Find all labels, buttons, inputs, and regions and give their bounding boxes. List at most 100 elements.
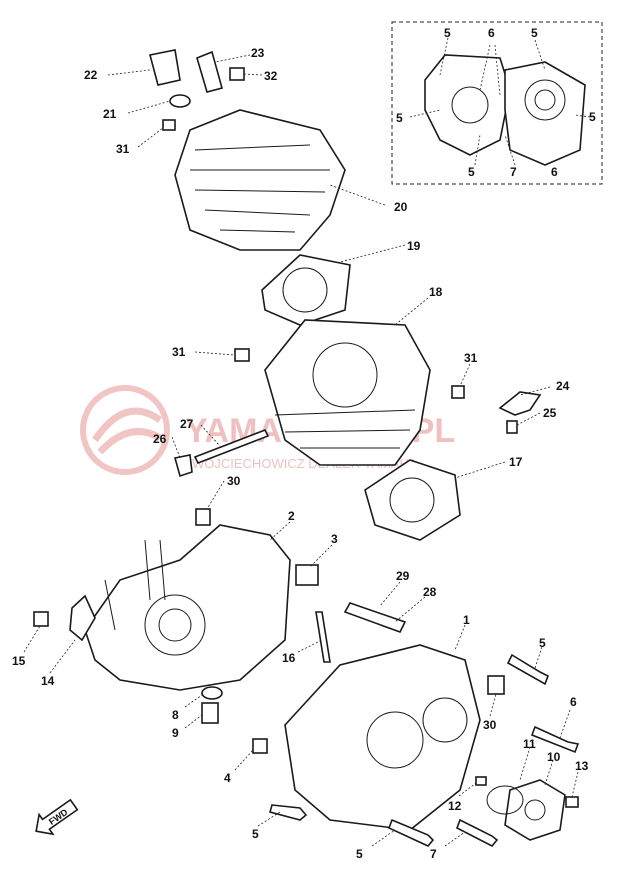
dowel-part [195, 508, 211, 526]
inset-crankcase-left [424, 54, 511, 156]
inset-leader [409, 109, 441, 118]
bolt-part [456, 818, 499, 848]
cover-part [504, 779, 566, 841]
leader [519, 386, 551, 396]
leader [458, 782, 477, 797]
callout-22: 22 [84, 68, 98, 82]
fwd-arrow-icon: FWD [35, 798, 79, 836]
leader [214, 54, 251, 63]
inset-leader [534, 39, 546, 71]
callout-24: 24 [556, 379, 570, 393]
inset-callout: 5 [531, 26, 538, 40]
inset-callout: 7 [510, 165, 517, 179]
callout-5: 5 [539, 636, 546, 650]
callout-31: 31 [116, 142, 130, 156]
callout-11: 11 [523, 737, 536, 751]
callout-16: 16 [282, 651, 296, 665]
leader [371, 829, 396, 847]
fwd-arrow-shape [35, 798, 79, 836]
leader [171, 436, 181, 459]
leader [489, 693, 497, 717]
right-crankcase-part [284, 644, 481, 831]
leader [206, 480, 225, 510]
callout-23: 23 [251, 46, 265, 60]
studs-left [104, 539, 166, 631]
callout-30: 30 [483, 718, 497, 732]
washer-part [169, 94, 191, 108]
leader [544, 759, 554, 786]
callout-5: 5 [356, 847, 363, 861]
leader [234, 749, 254, 771]
callout-4: 4 [224, 771, 231, 785]
callout-7: 7 [430, 847, 437, 861]
leader [184, 714, 203, 729]
leader-lines [23, 54, 579, 847]
callout-6: 6 [570, 695, 577, 709]
callout-3: 3 [331, 532, 338, 546]
leader [394, 297, 429, 326]
inset-callout: 5 [589, 110, 596, 124]
callout-32: 32 [264, 69, 278, 83]
callout-18: 18 [429, 285, 443, 299]
cap-part [149, 49, 181, 86]
dowel-part [451, 385, 465, 399]
inset-callout: 5 [396, 111, 403, 125]
bolt-part [269, 804, 308, 821]
leader [329, 184, 386, 206]
cylinder-head-part [174, 109, 346, 251]
fitting-part [173, 454, 193, 478]
inset-leader [574, 114, 591, 118]
inset-callout: 5 [468, 165, 475, 179]
leader [454, 461, 506, 479]
leader [444, 831, 466, 847]
callout-8: 8 [172, 708, 179, 722]
shaft-part [343, 602, 407, 633]
callout-2: 2 [288, 509, 295, 523]
crank-bore-right-2 [366, 711, 424, 769]
cylinder-fins [274, 409, 416, 449]
cylinder-bore [312, 342, 378, 408]
crank-bore-left-inner [158, 608, 192, 642]
inset-callout: 5 [444, 26, 451, 40]
pipe-part [193, 428, 270, 465]
leader [269, 521, 291, 541]
leader [519, 746, 531, 781]
leader [459, 363, 471, 387]
bracket-part [498, 391, 542, 416]
leader [379, 581, 401, 607]
bolt-part [506, 420, 518, 434]
watermark-logo [80, 385, 170, 475]
callout-12: 12 [448, 799, 462, 813]
callout-13: 13 [575, 759, 589, 773]
leader [194, 351, 236, 356]
inset-bore-right [524, 79, 566, 121]
parts [33, 49, 580, 848]
callout-21: 21 [103, 107, 117, 121]
crank-bore-right [422, 697, 468, 743]
head-fins [190, 144, 330, 233]
left-crankcase-part [84, 524, 291, 691]
leader [243, 73, 263, 76]
callout-14: 14 [41, 674, 55, 688]
dowel-part [252, 738, 268, 754]
callout-28: 28 [423, 585, 437, 599]
callout-17: 17 [509, 455, 523, 469]
bolt-part [33, 611, 49, 627]
bolt-part [387, 818, 435, 847]
spark-plug-part [196, 50, 223, 93]
leader [127, 100, 171, 114]
leader [49, 639, 76, 674]
o-ring-part [486, 785, 524, 815]
leader [137, 127, 164, 148]
callout-5: 5 [252, 827, 259, 841]
crank-bore-left [144, 594, 206, 656]
leader [257, 811, 281, 827]
leader [534, 646, 543, 669]
inset-leader [474, 134, 481, 166]
callouts: 22 23 32 21 31 20 19 18 31 31 24 25 27 2… [12, 46, 589, 861]
callout-20: 20 [394, 200, 408, 214]
nut-part [229, 67, 245, 81]
drain-bolt-part [201, 702, 219, 724]
inset-crankcase-bolts: 5 6 5 5 5 5 7 6 [391, 21, 603, 185]
